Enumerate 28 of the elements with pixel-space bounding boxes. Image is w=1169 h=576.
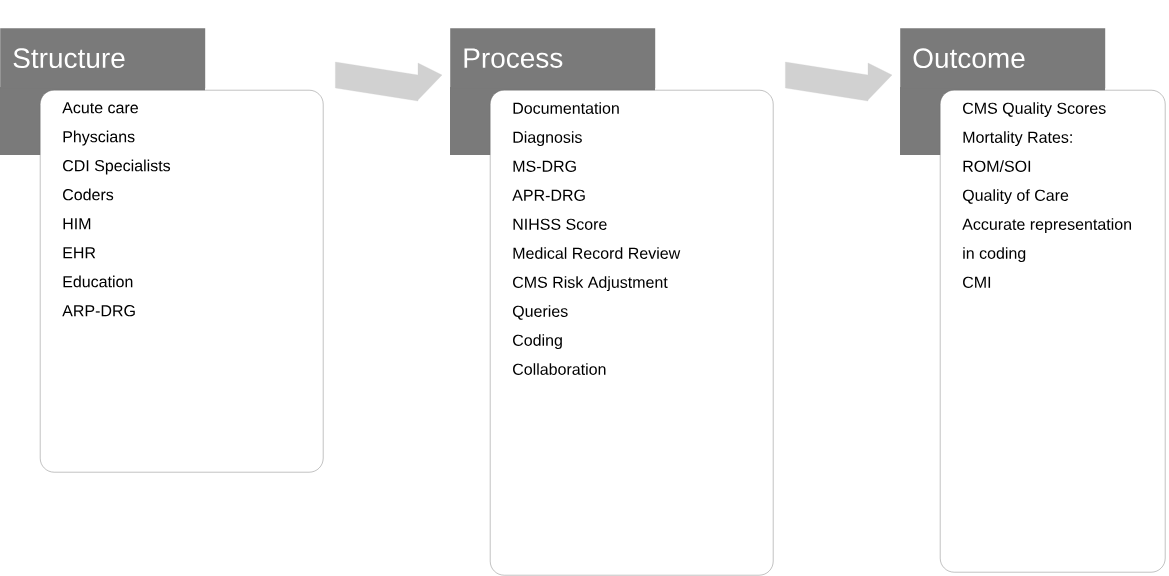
node-label: Mortality Rates: ROM/SOI xyxy=(963,131,1072,172)
node-label: MS-DRG xyxy=(513,160,576,172)
node-label: Collaboration xyxy=(513,363,606,375)
list-box: Acute care Physcians CDI Specialists Coders HIM EHR Education ARP-DRG xyxy=(40,90,324,473)
node-label: Physcians xyxy=(63,130,135,146)
node-label: CDI Specialists xyxy=(63,159,171,175)
block-arrow xyxy=(335,61,443,102)
node-label: Coding xyxy=(513,334,562,350)
list-box: Documentation Diagnosis MS-DRG APR-DRG NIHSS Score Medical Record Review CMS Risk Adjustment Queries Coding Collaboration xyxy=(490,90,774,576)
node-label: ARP-DRG xyxy=(62,305,135,317)
node-label: CMS Risk Adjustment xyxy=(513,276,668,292)
node-label: Quality of Care xyxy=(962,189,1069,205)
node-label: Education xyxy=(63,275,133,288)
node-label: EHR xyxy=(63,247,96,259)
node-label: NIHSS Score xyxy=(513,218,607,230)
block-arrow xyxy=(785,61,893,102)
list-box: CMS Quality Scores Mortality Rates: ROM/SOI Quality of Care Accurate representation in coding CMI xyxy=(940,90,1166,573)
node-label: Medical Record Review xyxy=(513,247,681,259)
node-label: Queries xyxy=(512,305,568,320)
node-label: CMI xyxy=(963,276,991,288)
node-label: APR-DRG xyxy=(512,189,585,201)
node-label: Diagnosis xyxy=(513,131,582,147)
node-label: Documentation xyxy=(513,102,619,114)
node-label: HIM xyxy=(63,218,91,230)
node-label: Accurate representation in coding xyxy=(962,218,1132,263)
node-label: CMS Quality Scores xyxy=(963,102,1106,118)
node-label: Coders xyxy=(63,188,114,201)
node-label: Acute care xyxy=(62,102,138,114)
